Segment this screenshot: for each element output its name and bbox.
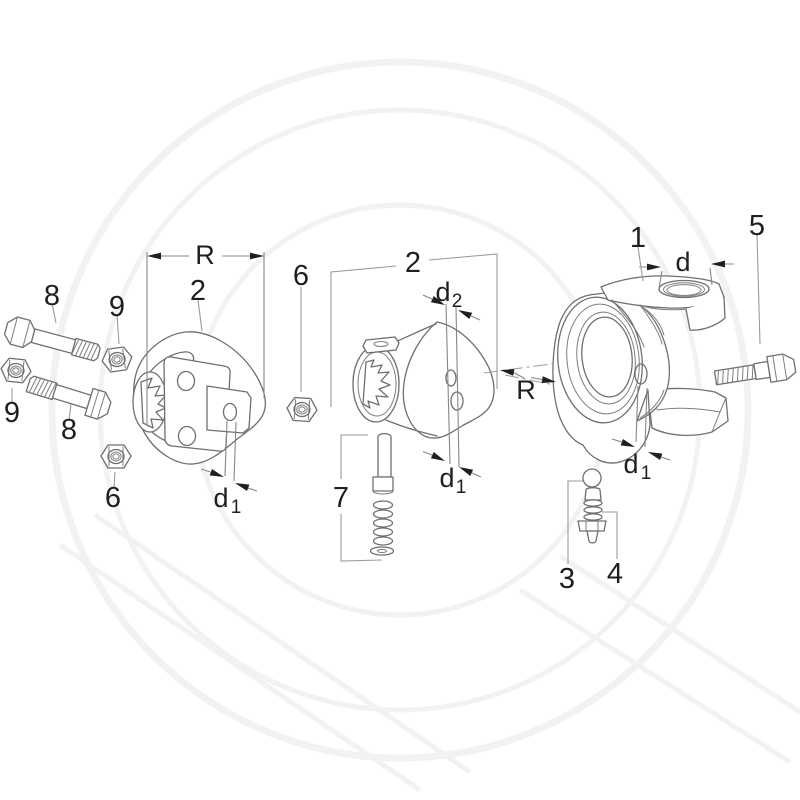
bearing-bore: [658, 279, 710, 299]
d1-hole-left: [222, 402, 238, 422]
callout-9-upper: 9: [109, 291, 125, 323]
flange-lug: [206, 385, 252, 434]
nut-far-left-9: [0, 356, 33, 385]
callout-8-upper: 8: [44, 280, 60, 312]
bolt-upper: [3, 316, 101, 362]
d1-hole-mid: [450, 391, 464, 411]
d2-hole: [445, 369, 457, 387]
dimension-d: d: [639, 247, 734, 289]
dim-d1-left-sub: 1: [231, 497, 242, 518]
callout-5: 5: [749, 210, 765, 242]
dimension-d1-left: d 1: [200, 420, 258, 518]
top-boss: [362, 336, 400, 354]
yoke-bottom-ear: [648, 387, 729, 436]
washer: [369, 546, 395, 556]
dim-d1-right-sub: 1: [641, 463, 652, 484]
dimension-R-right: R: [500, 369, 556, 405]
hub-front-face: [352, 345, 400, 423]
hub-flange-outline: [402, 321, 495, 439]
callout-4: 4: [607, 558, 623, 590]
dimension-d1-right: d 1: [611, 385, 671, 484]
nut-6-left: [100, 444, 132, 469]
pin-collar: [372, 476, 394, 492]
callout-7: 7: [333, 482, 349, 514]
dim-R-left-label: R: [195, 240, 215, 270]
bracket-7: 7: [333, 434, 383, 562]
spring: [372, 500, 394, 546]
spline-bore: [362, 359, 391, 409]
dim-d1-mid-base: d: [439, 463, 454, 493]
bolt-lower: [25, 375, 112, 420]
dimension-R-left: R: [146, 240, 265, 424]
callout-9-far-left: 9: [4, 397, 20, 429]
callout-2-left: 2: [190, 275, 206, 307]
dim-d2-base: d: [435, 277, 450, 307]
bore-hole: [581, 316, 633, 398]
bolt-hole-bottom: [177, 425, 197, 447]
dim-d1-mid-sub: 1: [456, 477, 467, 498]
callout-1: 1: [630, 222, 646, 254]
yoke: [552, 275, 729, 464]
right-assembly: d R d 1: [483, 210, 797, 595]
left-assembly: R d 1 8 9 9 8 6 2: [0, 240, 267, 518]
dim-d2-sub: 2: [452, 291, 463, 312]
pin: [377, 432, 392, 478]
callout-3: 3: [559, 563, 575, 595]
callout-8-lower: 8: [61, 414, 77, 446]
splined-hub-flange: [352, 321, 495, 439]
dim-d1-left-base: d: [213, 483, 228, 513]
dim-R-right-label: R: [516, 375, 536, 405]
middle-assembly: 2 d 2 d 1: [285, 247, 498, 562]
callout-2-middle: 2: [405, 247, 421, 279]
clamp-bolt: [713, 353, 797, 386]
yoke-top-ear: [600, 275, 726, 348]
grease-fitting: [577, 487, 607, 544]
ball: [582, 468, 602, 488]
bolt-hole-top: [176, 370, 196, 392]
dim-d-label: d: [675, 247, 690, 277]
flange-yoke-left: [132, 331, 267, 465]
spline-hub: [132, 351, 195, 446]
dimension-d2-d1-middle: d 2 d 1: [422, 277, 482, 498]
dim-d1-right-base: d: [623, 449, 638, 479]
spring-pin-set: [369, 432, 395, 556]
nut-6-middle: [285, 396, 319, 423]
callout-6-left: 6: [105, 482, 121, 514]
callout-6-middle: 6: [293, 260, 309, 292]
bracket-2-middle: 2: [330, 247, 498, 407]
d1-hole-right: [634, 363, 648, 385]
